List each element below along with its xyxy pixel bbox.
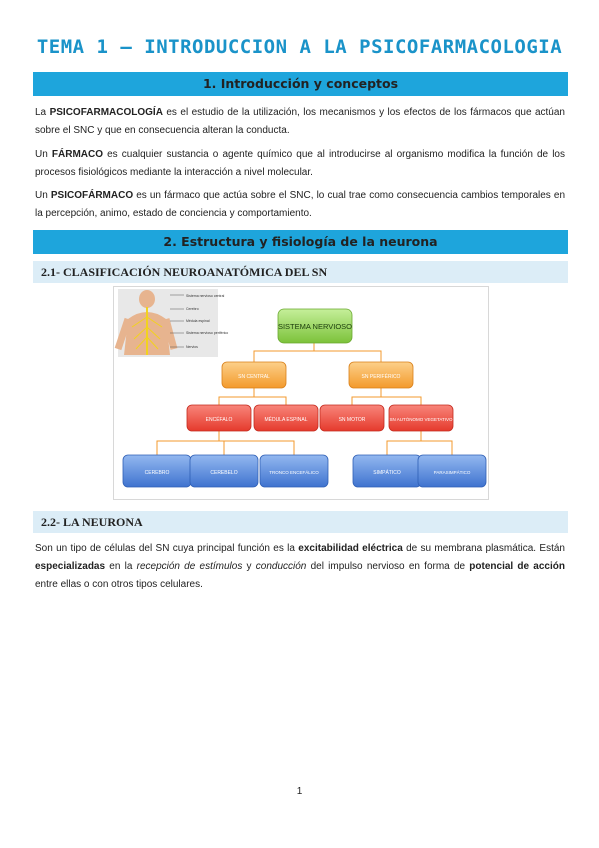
node-encefalo-label: ENCÉFALO <box>206 416 233 423</box>
node-cerebelo-label: CEREBELO <box>210 470 237 476</box>
section-1-heading: 1. Introducción y conceptos <box>33 72 568 96</box>
node-cerebelo <box>189 454 259 488</box>
node-parasimpatico-label: PARASIMPÁTICO <box>434 469 471 475</box>
body-label-snp: Sistema nervioso periférico <box>186 331 228 335</box>
human-body-illustration <box>114 289 218 357</box>
node-sn-periferico <box>348 361 414 389</box>
node-sn-autonomo-label: SN AUTÓNOMO VEGETATIVO <box>389 416 453 422</box>
paragraph-farmaco: Un FÁRMACO es cualquier sustancia o agen… <box>35 149 565 178</box>
node-sn-central <box>221 361 287 389</box>
node-encefalo <box>186 404 252 432</box>
node-medula-espinal <box>253 404 319 432</box>
subsection-2-2-heading: 2.2- LA NEURONA <box>33 511 568 533</box>
node-tronco-encefalico <box>259 454 329 488</box>
node-sn-central-label: SN CENTRAL <box>238 374 270 380</box>
body-label-cerebro: Cerebro <box>186 307 199 311</box>
node-cerebro-label: CEREBRO <box>145 470 170 476</box>
node-sn-autonomo <box>388 404 454 432</box>
body-label-nervios: Nervios <box>186 345 198 349</box>
node-tronco-encefalico-label: TRONCO ENCEFÁLICO <box>269 469 319 475</box>
diagram-connectors <box>156 343 453 455</box>
body-label-medula: Médula espinal <box>186 319 210 323</box>
node-sistema-nervioso <box>277 308 353 344</box>
paragraph-psicofarmaco: Un PSICOFÁRMACO es un fármaco que actúa … <box>35 190 565 219</box>
body-label-snc: Sistema nervioso central <box>186 294 225 298</box>
paragraph-neurona: Son un tipo de células del SN cuya princ… <box>35 543 565 590</box>
node-medula-espinal-label: MÉDULA ESPINAL <box>264 416 307 423</box>
page-number: 1 <box>296 786 303 797</box>
document-title: TEMA 1 – INTRODUCCION A LA PSICOFARMACOL… <box>36 36 563 58</box>
node-sn-periferico-label: SN PERIFÉRICO <box>362 373 401 380</box>
nervous-system-diagram: Sistema nervioso central Cerebro Médula … <box>113 286 489 500</box>
node-sn-motor <box>319 404 385 432</box>
node-sn-motor-label: SN MOTOR <box>339 417 366 423</box>
subsection-2-1-heading: 2.1- CLASIFICACIÓN NEUROANATÓMICA DEL SN <box>33 261 568 283</box>
node-sistema-nervioso-label: SISTEMA NERVIOSO <box>278 322 352 331</box>
paragraph-psicofarmacologia: La PSICOFARMACOLOGÍA es el estudio de la… <box>35 107 565 136</box>
section-2-heading: 2. Estructura y fisiología de la neurona <box>33 230 568 254</box>
node-simpatico-label: SIMPÁTICO <box>373 469 401 476</box>
node-parasimpatico <box>417 454 487 488</box>
